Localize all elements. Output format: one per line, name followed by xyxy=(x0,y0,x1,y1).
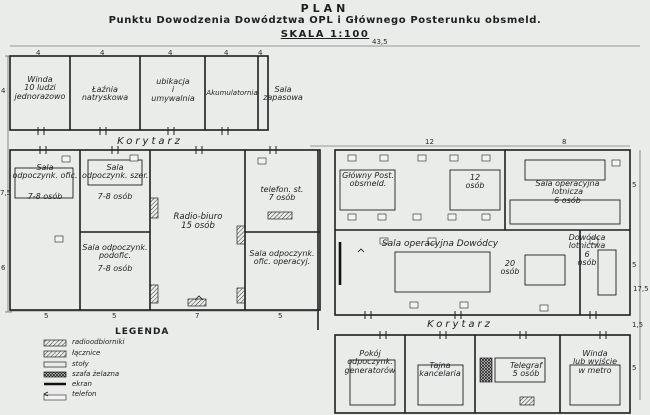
room-sala-odp-ofic-oper: Sala odpoczynk.ofic. operacyj. xyxy=(249,249,315,267)
dim-right-side-4: 1,5 xyxy=(632,321,644,329)
switchboards xyxy=(43,197,535,406)
room-glowny-post: Główny Post.obsmeld. xyxy=(342,171,394,189)
dim-top-4: 4 xyxy=(224,49,229,57)
plan-subtitle: Punktu Dowodzenia Dowództwa OPL i Główne… xyxy=(108,15,542,26)
legend-lacznice: łącznice xyxy=(72,349,101,357)
corridor-top: Korytarz xyxy=(117,136,183,147)
dim-left-1: 4 xyxy=(1,87,6,95)
walls xyxy=(9,55,631,414)
corridor-bottom: Korytarz xyxy=(427,319,493,330)
legend-telefon: telefon xyxy=(72,390,97,398)
dim-right-side-1: 5 xyxy=(632,181,637,189)
legend-title: LEGENDA xyxy=(115,327,170,337)
room-sala-oper-dowodcy: Sala operacyjna Dowódcy xyxy=(381,239,499,249)
dim-left-2: 7,5 xyxy=(0,189,12,197)
dim-right-side-2: 5 xyxy=(632,261,637,269)
equipment-marks xyxy=(43,154,621,401)
room-telefon-st: telefon. st.7 osób xyxy=(260,185,304,203)
dim-bottom-1: 5 xyxy=(44,312,49,320)
plan-title: PLAN xyxy=(300,2,350,15)
dim-right-12: 12 xyxy=(425,138,434,146)
screen-marks xyxy=(44,242,342,386)
dim-right-side-3: 17,5 xyxy=(633,285,649,293)
plan-scale: SKALA 1:100 xyxy=(280,29,370,40)
room-sala-odp-podofic: Sala odpoczynk.podofic.7-8 osób xyxy=(82,243,148,273)
dim-total-width: 43,5 xyxy=(372,38,388,46)
room-akumulatornia: Akumulatornia xyxy=(206,89,258,97)
legend-ekran: ekran xyxy=(72,380,92,388)
dim-bottom-4: 5 xyxy=(278,312,283,320)
dim-bottom-3: 7 xyxy=(195,312,200,320)
legend-radioodbiorniki: radioodbiorniki xyxy=(72,338,125,346)
dim-top-3: 4 xyxy=(168,49,173,57)
dim-bottom-2: 5 xyxy=(112,312,117,320)
dim-left-3: 6 xyxy=(1,264,6,272)
dim-right-8: 8 xyxy=(562,138,567,146)
door-ticks xyxy=(37,127,607,339)
dim-right-side-5: 5 xyxy=(632,364,637,372)
legend-szafa-zelazna: szafa żelazna xyxy=(72,370,120,378)
tables xyxy=(14,159,621,406)
dim-top-2: 4 xyxy=(100,49,105,57)
dim-top-1: 4 xyxy=(36,49,41,57)
legend-stoly: stoły xyxy=(72,360,89,368)
dim-top-5: 4 xyxy=(258,49,263,57)
telephone-marks xyxy=(43,248,365,397)
